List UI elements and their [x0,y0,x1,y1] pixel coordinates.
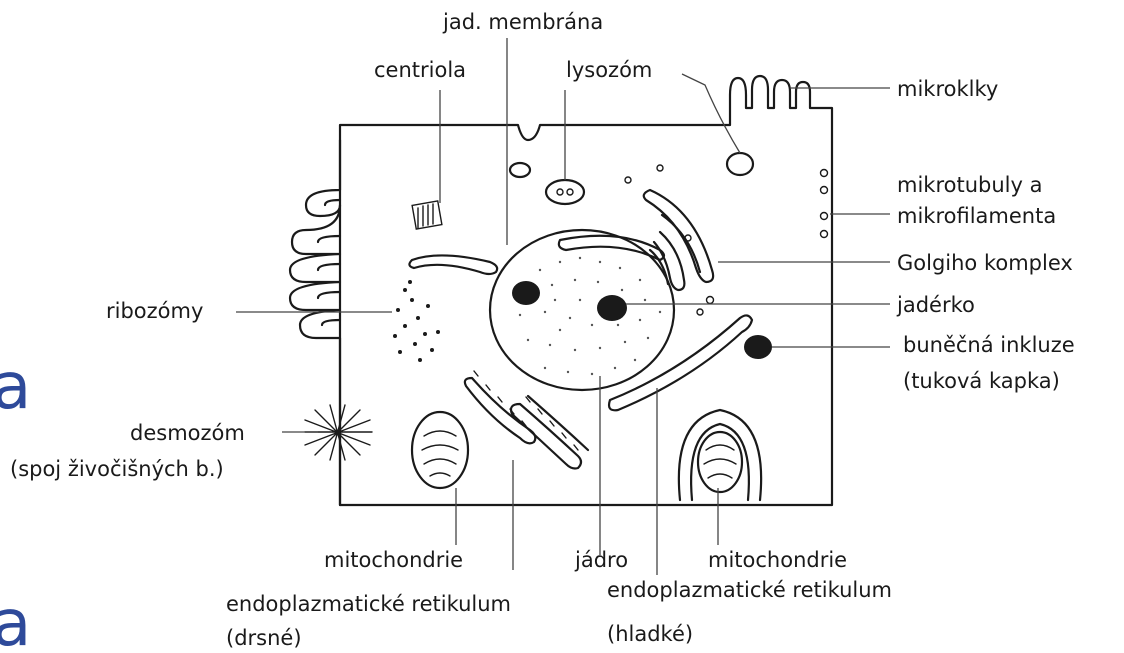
mitochondrion-left [412,412,468,488]
label-centriola: centriola [374,58,466,82]
label-inkluze-2: (tuková kapka) [903,369,1060,393]
label-inkluze-1: buněčná inkluze [903,333,1075,357]
golgi-apparatus [644,190,714,315]
label-mito-left: mitochondrie [324,548,463,572]
label-ribozomy: ribozómy [106,299,203,323]
leader-lines [236,38,890,575]
label-mikrotubuly-1: mikrotubuly a [897,173,1042,197]
label-lysozom: lysozóm [566,58,652,82]
rough-er [465,371,588,469]
smooth-er [609,315,752,410]
label-golgi: Golgiho komplex [897,251,1073,275]
fat-droplet [744,335,772,359]
label-desmozom: desmozóm [130,421,245,445]
label-er-rough: endoplazmatické retikulum [226,592,511,616]
label-mikroklky: mikroklky [897,77,998,101]
nucleolus-small [512,281,540,305]
chromatin-dots [519,257,661,375]
label-desmozom-2: (spoj živočišných b.) [10,457,224,481]
label-jadro: jádro [574,548,628,572]
label-mikrotubuly-2: mikrofilamenta [897,204,1056,228]
mitochondrion-right [679,410,761,500]
label-er-smooth-2: (hladké) [607,622,693,646]
lysosome-2 [727,153,753,175]
label-er-smooth: endoplazmatické retikulum [607,578,892,602]
centriole [412,201,442,229]
vesicle [510,163,530,177]
label-er-rough-2: (drsné) [226,626,302,650]
side-letter-bottom: a [0,587,31,653]
er-upper [409,255,497,274]
label-jaderko: jadérko [896,293,975,317]
er-curve [559,236,664,260]
label-jad-membrana: jad. membrána [442,10,603,34]
side-letter-top: a [0,350,31,424]
ribosomes [393,280,440,362]
label-mito-right: mitochondrie [708,548,847,572]
nucleolus [597,295,627,321]
microtubules [821,170,828,238]
lysosome [546,180,584,204]
